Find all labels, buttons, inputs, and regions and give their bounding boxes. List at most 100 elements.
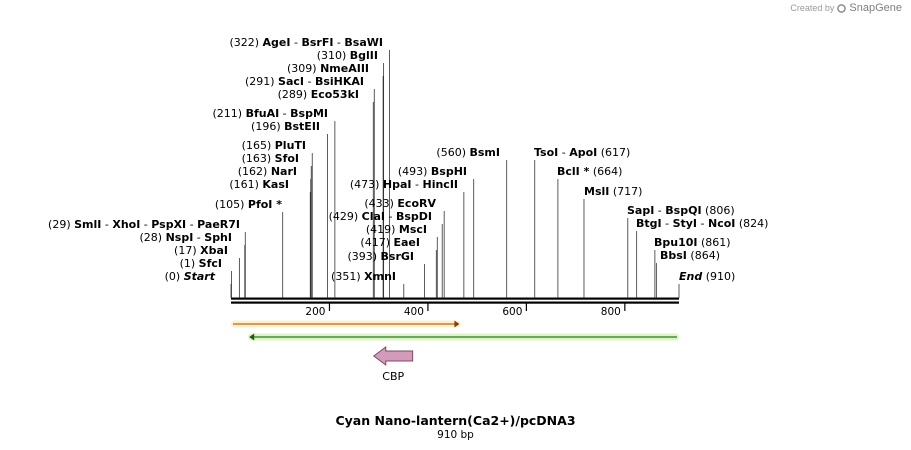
enzyme-name: NmeAIII — [320, 62, 369, 75]
site-position: (560) — [436, 146, 469, 159]
site-position: (664) — [589, 165, 622, 178]
enzyme-name: BsrFI — [301, 36, 333, 49]
enzyme-label[interactable]: (289) Eco53kI — [278, 88, 359, 101]
site-position: (429) — [329, 210, 362, 223]
enzyme-label[interactable]: (17) XbaI — [174, 244, 228, 257]
enzyme-name: SphI — [204, 231, 232, 244]
backbone-top-strand — [231, 297, 679, 300]
enzyme-label[interactable]: BclI * (664) — [557, 165, 622, 178]
site-position: (493) — [398, 165, 431, 178]
enzyme-name: BsaWI — [344, 36, 383, 49]
enzyme-label[interactable]: (393) BsrGI — [347, 250, 414, 263]
enzyme-name: HincII — [422, 178, 458, 191]
enzyme-name: BstEII — [284, 120, 320, 133]
site-position: (0) — [165, 270, 184, 283]
enzyme-name: SfcI — [199, 257, 222, 270]
enzyme-label[interactable]: (0) Start — [165, 270, 216, 283]
enzyme-label[interactable]: TsoI - ApoI (617) — [534, 146, 630, 159]
site-position: (162) — [238, 165, 271, 178]
enzyme-label[interactable]: SapI - BspQI (806) — [627, 204, 735, 217]
enzyme-name: SapI — [627, 204, 654, 217]
enzyme-labels: (0) Start(1) SfcI(17) XbaI(28) NspI - Sp… — [48, 36, 768, 283]
enzyme-label[interactable]: (291) SacI - BsiHKAI — [245, 75, 364, 88]
enzyme-separator: - — [654, 204, 665, 217]
enzyme-label[interactable]: (196) BstEII — [251, 120, 320, 133]
cut-site-lines — [230, 50, 680, 298]
enzyme-label[interactable]: (433) EcoRV — [364, 197, 436, 210]
enzyme-label[interactable]: Bpu10I (861) — [654, 236, 731, 249]
enzyme-name: MscI — [399, 223, 427, 236]
site-position: (309) — [287, 62, 320, 75]
sequence-end-label: End — [679, 270, 702, 283]
snapgene-logo-icon — [837, 3, 847, 13]
enzyme-name: PaeR7I — [197, 218, 240, 231]
enzyme-label[interactable]: (163) SfoI — [242, 152, 299, 165]
enzyme-label[interactable]: (493) BspHI — [398, 165, 467, 178]
enzyme-name: BtgI — [636, 217, 662, 230]
site-position: (289) — [278, 88, 311, 101]
enzyme-name: BsmI — [470, 146, 501, 159]
enzyme-label[interactable]: (417) EaeI — [360, 236, 420, 249]
feature-direction-arrowhead — [249, 333, 255, 341]
backbone-bottom-strand — [231, 301, 679, 304]
enzyme-separator: - — [140, 218, 151, 231]
enzyme-separator: - — [385, 210, 396, 223]
enzyme-label[interactable]: (211) BfuAI - BspMI — [212, 107, 328, 120]
enzyme-name: PluTI — [275, 139, 306, 152]
enzyme-label[interactable]: (165) PluTI — [242, 139, 306, 152]
axis-tick-label: 600 — [502, 306, 522, 318]
enzyme-label[interactable]: (105) PfoI * — [215, 198, 282, 211]
enzyme-label[interactable]: (310) BglII — [317, 49, 378, 62]
enzyme-label[interactable]: (161) KasI — [229, 178, 289, 191]
enzyme-name: NarI — [271, 165, 297, 178]
enzyme-name: BsiHKAI — [315, 75, 364, 88]
enzyme-name: BfuAI — [246, 107, 280, 120]
enzyme-label[interactable]: (419) MscI — [366, 223, 427, 236]
sequence-backbone — [231, 297, 679, 304]
enzyme-label[interactable]: (29) SmlI - XhoI - PspXI - PaeR7I — [48, 218, 240, 231]
enzyme-separator: - — [193, 231, 204, 244]
enzyme-name: ApoI — [569, 146, 597, 159]
feature-direction-arrowhead — [454, 320, 460, 328]
enzyme-name: StyI — [673, 217, 697, 230]
snapgene-brand: Created by SnapGene — [790, 2, 902, 14]
site-position: (351) — [331, 270, 364, 283]
site-position: (433) — [364, 197, 397, 210]
enzyme-name: BspQI — [665, 204, 701, 217]
enzyme-label[interactable]: (1) SfcI — [180, 257, 222, 270]
enzyme-name: BspDI — [396, 210, 432, 223]
enzyme-label[interactable]: (322) AgeI - BsrFI - BsaWI — [229, 36, 383, 49]
site-position: (322) — [229, 36, 262, 49]
enzyme-label[interactable]: (473) HpaI - HincII — [350, 178, 458, 191]
enzyme-name: BspHI — [431, 165, 467, 178]
site-position: (617) — [597, 146, 630, 159]
enzyme-name: NspI — [166, 231, 194, 244]
enzyme-label[interactable]: (429) ClaI - BspDI — [329, 210, 432, 223]
enzyme-name: NcoI — [708, 217, 735, 230]
enzyme-name: XbaI — [200, 244, 228, 257]
enzyme-name: BclI * — [557, 165, 590, 178]
feature-label: CBP — [382, 370, 404, 383]
enzyme-separator: - — [412, 178, 423, 191]
enzyme-label[interactable]: BtgI - StyI - NcoI (824) — [636, 217, 768, 230]
enzyme-label[interactable]: (309) NmeAIII — [287, 62, 369, 75]
enzyme-label[interactable]: (351) XmnI — [331, 270, 396, 283]
enzyme-label[interactable]: (28) NspI - SphI — [139, 231, 232, 244]
enzyme-separator: - — [697, 217, 708, 230]
enzyme-name: MslI — [584, 185, 609, 198]
enzyme-label[interactable]: (162) NarI — [238, 165, 297, 178]
enzyme-name: SmlI — [74, 218, 101, 231]
enzyme-name: Bpu10I — [654, 236, 698, 249]
feature-cbp-arrow[interactable] — [372, 346, 414, 366]
enzyme-label[interactable]: (560) BsmI — [436, 146, 500, 159]
enzyme-separator: - — [333, 36, 344, 49]
site-position: (105) — [215, 198, 248, 211]
enzyme-separator: - — [101, 218, 112, 231]
enzyme-label[interactable]: MslI (717) — [584, 185, 642, 198]
enzyme-label[interactable]: End (910) — [679, 270, 735, 283]
enzyme-name: XhoI — [112, 218, 140, 231]
enzyme-label[interactable]: BbsI (864) — [660, 249, 720, 262]
site-position: (417) — [360, 236, 393, 249]
site-position: (1) — [180, 257, 199, 270]
enzyme-name: PfoI * — [248, 198, 282, 211]
